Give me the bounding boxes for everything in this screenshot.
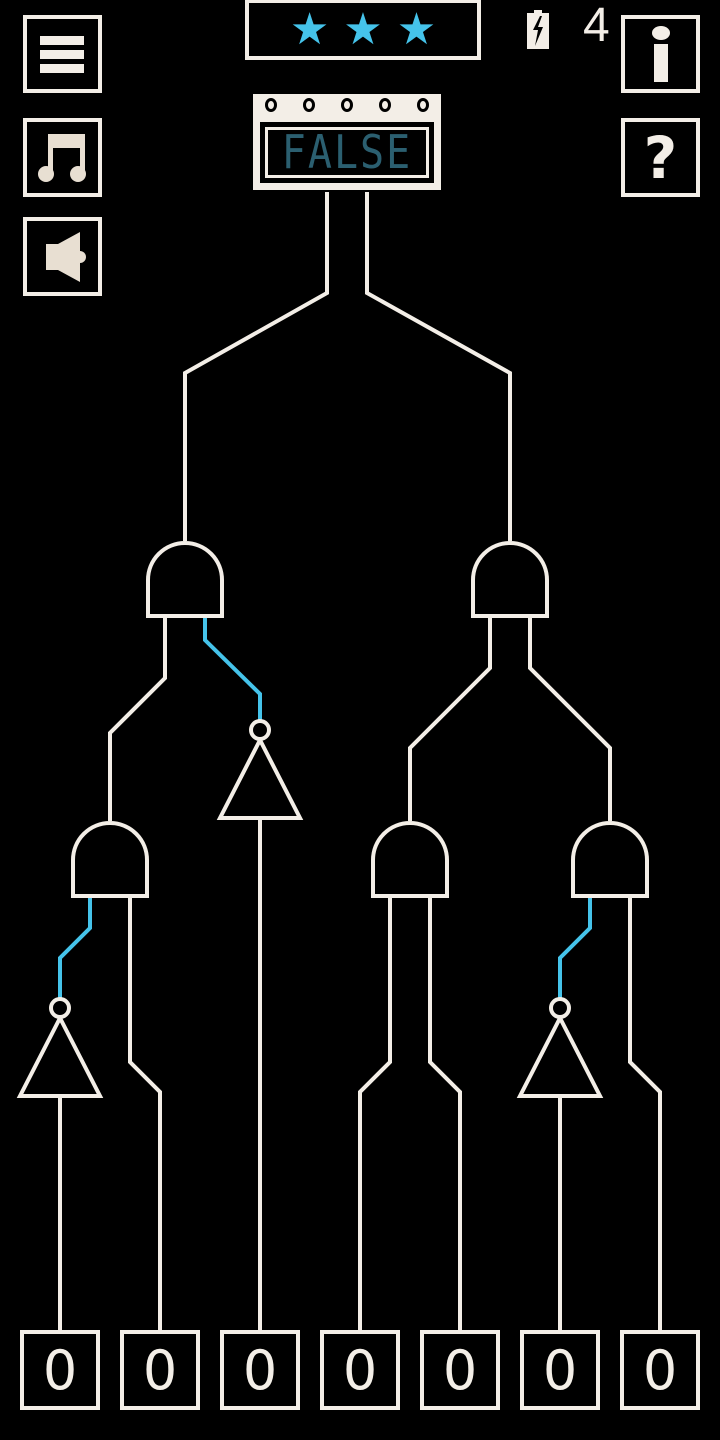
- star-icon: ★: [343, 3, 383, 55]
- wire: [358, 898, 392, 1332]
- indicator-dot: [303, 98, 315, 112]
- and-gate-icon: [71, 821, 149, 898]
- indicator-dot: [417, 98, 429, 112]
- input-toggle-5[interactable]: 0: [420, 1330, 500, 1410]
- input-toggle-1[interactable]: 0: [20, 1330, 100, 1410]
- wire: [183, 192, 329, 541]
- output-value: FALSE: [281, 126, 413, 179]
- music-button[interactable]: [23, 118, 102, 197]
- active-wire: [203, 618, 262, 722]
- indicator-dot: [379, 98, 391, 112]
- and-gate-icon: [146, 541, 224, 618]
- not-gate-bubble: [49, 997, 71, 1019]
- input-toggle-6[interactable]: 0: [520, 1330, 600, 1410]
- menu-icon: [39, 36, 84, 73]
- indicator-dot: [341, 98, 353, 112]
- not-gate-bubble: [549, 997, 571, 1019]
- active-wire: [558, 898, 592, 1000]
- input-toggle-7[interactable]: 0: [620, 1330, 700, 1410]
- menu-button[interactable]: [23, 15, 102, 93]
- music-icon: [37, 133, 86, 182]
- output-display: FALSE: [253, 94, 441, 190]
- sound-button[interactable]: [23, 217, 102, 296]
- not-gate-icon: [16, 1013, 104, 1098]
- help-button[interactable]: ?: [621, 118, 700, 197]
- wire: [428, 898, 462, 1332]
- hint-count: 4: [583, 0, 610, 52]
- not-gate-icon: [516, 1013, 604, 1098]
- not-gate-icon: [216, 735, 304, 820]
- lcd-screen: FALSE: [260, 122, 434, 183]
- star-icon: ★: [396, 3, 437, 55]
- input-toggle-4[interactable]: 0: [320, 1330, 400, 1410]
- wire: [365, 192, 512, 541]
- indicator-dot: [265, 98, 277, 112]
- wire: [408, 618, 492, 821]
- info-icon: [651, 26, 670, 82]
- battery-charging-icon: [526, 10, 550, 54]
- star-icon: ★: [289, 3, 330, 55]
- display-indicator-dots: [265, 98, 429, 112]
- star-rating: ★ ★ ★: [245, 0, 481, 60]
- input-toggle-2[interactable]: 0: [120, 1330, 200, 1410]
- info-button[interactable]: [621, 15, 700, 93]
- and-gate-icon: [471, 541, 549, 618]
- wire: [628, 898, 662, 1332]
- wire: [108, 618, 167, 821]
- help-icon: ?: [643, 123, 678, 192]
- and-gate-icon: [571, 821, 649, 898]
- speaker-icon: [45, 231, 86, 282]
- input-toggle-3[interactable]: 0: [220, 1330, 300, 1410]
- and-gate-icon: [371, 821, 449, 898]
- not-gate-bubble: [249, 719, 271, 741]
- wire: [128, 898, 162, 1332]
- active-wire: [58, 898, 92, 1000]
- wire: [528, 618, 612, 821]
